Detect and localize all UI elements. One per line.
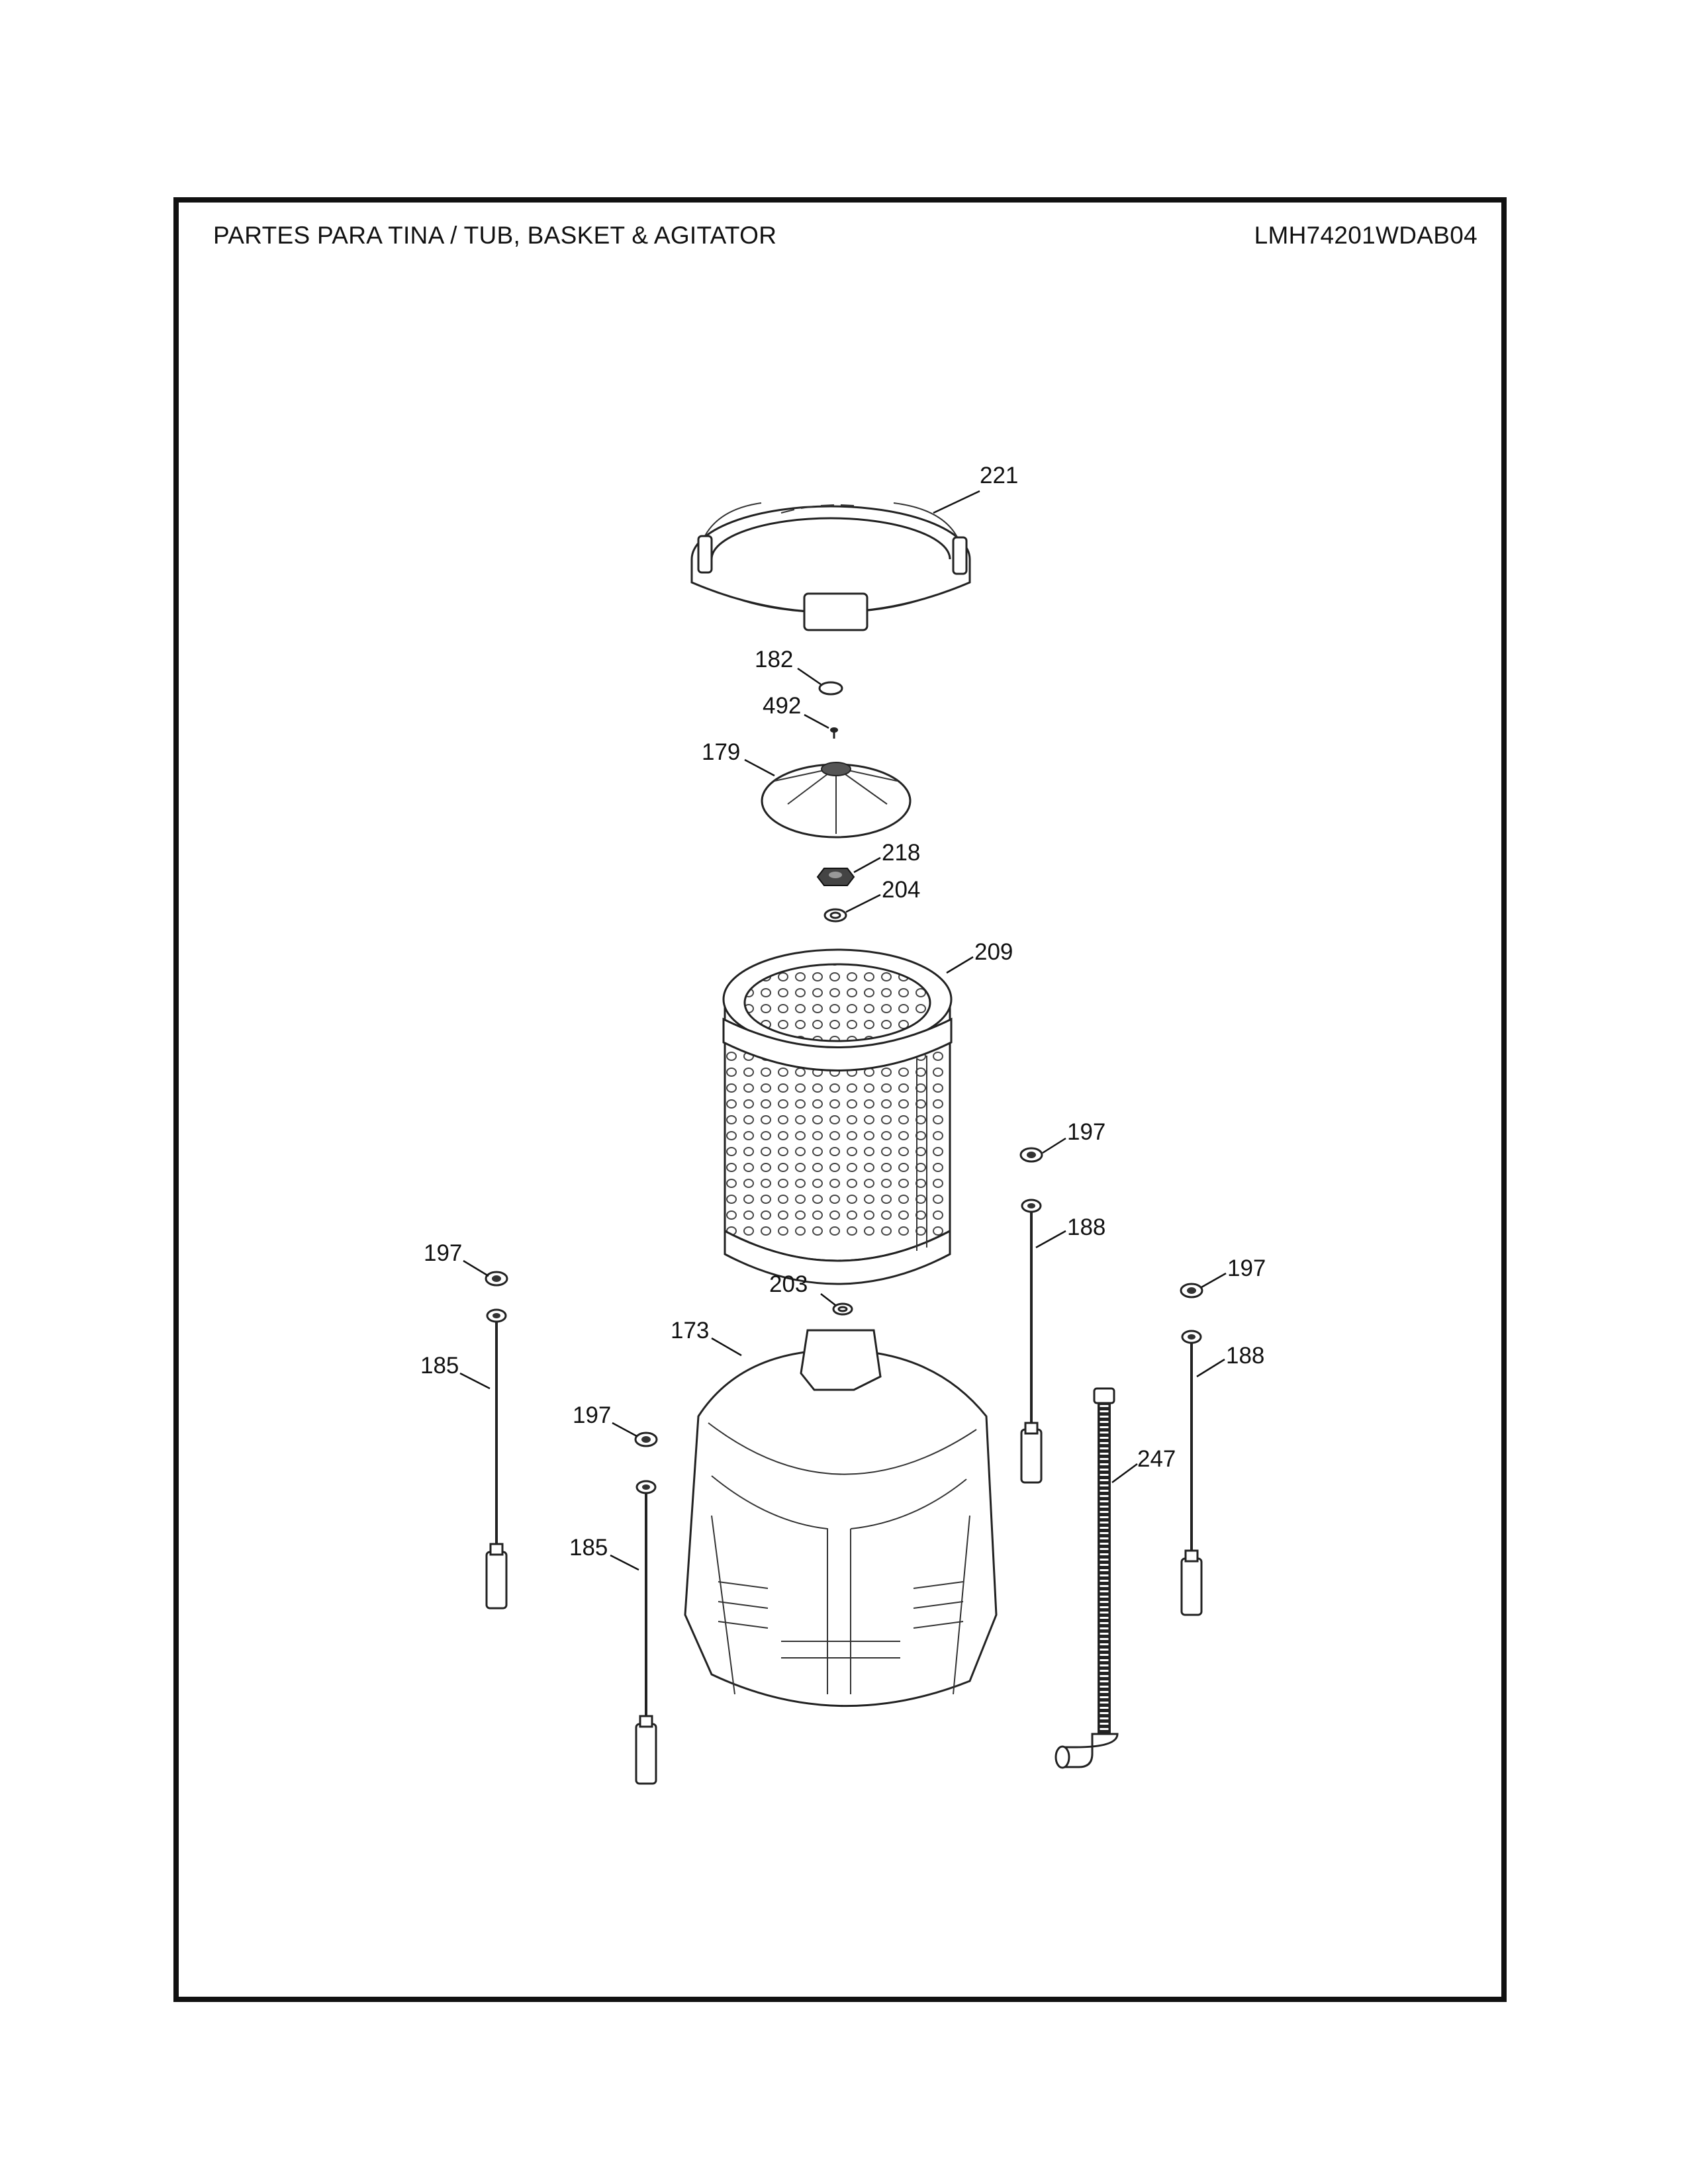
pulsator-part	[761, 762, 912, 839]
leader-179	[744, 758, 775, 777]
leader-203	[820, 1293, 836, 1306]
suspension-cap-part-c	[1180, 1283, 1203, 1298]
callout-197c: 197	[1227, 1255, 1266, 1281]
diagram-title: PARTES PARA TINA / TUB, BASKET & AGITATO…	[213, 222, 777, 249]
callout-182: 182	[755, 647, 793, 672]
leader-188a	[1035, 1230, 1066, 1249]
tub-cover-part	[690, 502, 971, 631]
leader-185b	[610, 1554, 639, 1571]
suspension-rod-part-a	[1020, 1199, 1043, 1484]
callout-492: 492	[763, 693, 801, 719]
callout-188b: 188	[1226, 1343, 1264, 1369]
leader-197a	[1042, 1137, 1066, 1154]
callout-179: 179	[702, 739, 740, 765]
callout-173: 173	[671, 1318, 709, 1343]
callout-209: 209	[974, 939, 1013, 965]
callout-185b: 185	[569, 1535, 608, 1561]
leader-204	[845, 893, 881, 913]
callout-197d: 197	[573, 1402, 611, 1428]
leader-209	[946, 956, 974, 974]
page-border	[173, 197, 1507, 2002]
suspension-cap-part-a	[1019, 1147, 1043, 1163]
model-number: LMH74201WDAB04	[1254, 222, 1477, 249]
callout-247: 247	[1137, 1446, 1176, 1472]
seal-part	[832, 1302, 853, 1316]
bolt-part	[830, 727, 838, 739]
suspension-rod-part-b	[1180, 1330, 1203, 1616]
callout-204: 204	[882, 877, 920, 903]
leader-173	[711, 1337, 742, 1357]
leader-247	[1111, 1463, 1138, 1484]
leader-197b	[463, 1259, 489, 1277]
suspension-rod-part-e	[635, 1480, 657, 1785]
leader-188b	[1196, 1358, 1225, 1378]
callout-185a: 185	[420, 1353, 459, 1379]
suspension-cap-part-b	[485, 1271, 508, 1287]
leader-492	[804, 713, 829, 729]
callout-197a: 197	[1067, 1119, 1105, 1145]
callout-218: 218	[882, 840, 920, 866]
suspension-cap-part-d	[634, 1432, 658, 1447]
leader-197c	[1201, 1272, 1227, 1289]
leader-197d	[612, 1422, 637, 1437]
basket-part	[722, 948, 953, 1285]
callout-203: 203	[769, 1271, 808, 1297]
washer-part	[823, 908, 847, 923]
outer-tub-part	[684, 1329, 998, 1707]
callout-221: 221	[980, 463, 1018, 488]
nut-part	[816, 868, 855, 886]
leader-218	[853, 856, 881, 874]
leader-221	[933, 490, 980, 514]
callout-197b: 197	[424, 1240, 462, 1266]
leader-185a	[459, 1372, 491, 1390]
callout-188a: 188	[1067, 1214, 1105, 1240]
leader-182	[797, 667, 821, 686]
suspension-rod-part-c	[485, 1308, 508, 1610]
drain-hose-part	[1055, 1387, 1119, 1769]
cap-part	[818, 681, 843, 696]
